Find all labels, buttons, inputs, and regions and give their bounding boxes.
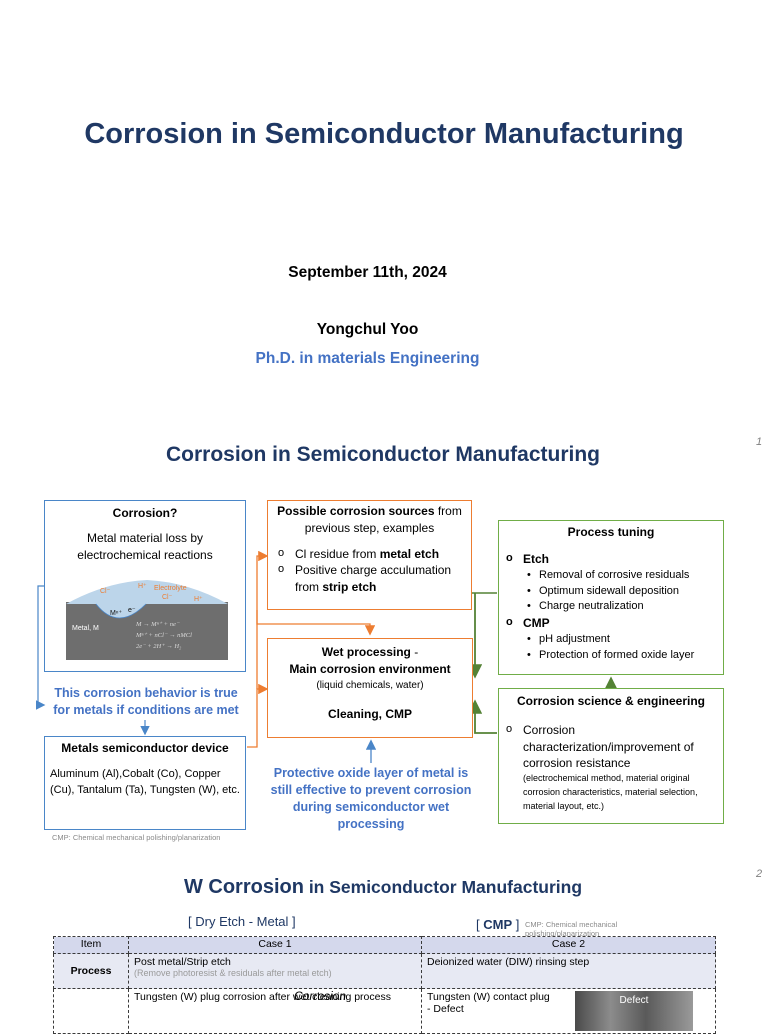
case2-defect: - Defect: [427, 1003, 464, 1015]
header-cmp: [ CMP ]: [476, 917, 520, 932]
science-item: Corrosion characterization/improvement o…: [501, 722, 721, 772]
tuning-heading: Process tuning: [567, 525, 655, 539]
table-header-row: Item Case 1 Case 2: [53, 936, 716, 954]
table-cell-case2: Deionized water (DIW) rinsing step: [421, 953, 716, 989]
etch-item: Optimum sidewall deposition: [501, 584, 721, 600]
table-cell-item: Process: [53, 953, 129, 989]
table-header: Item: [53, 936, 129, 954]
note-oxide-layer: Protective oxide layer of metal is still…: [270, 766, 472, 831]
source-item-cl: Cl residue from metal etch: [273, 546, 466, 563]
table-row: Tungsten (W) plug corrosion after wet cl…: [53, 988, 716, 1034]
cmp-items: pH adjustment Protection of formed oxide…: [501, 632, 721, 664]
slide2-title: Corrosion in Semiconductor Manufacturing: [165, 443, 601, 466]
slide3-title: W Corrosion in Semiconductor Manufacturi…: [183, 876, 583, 898]
page-number-1: 1: [756, 436, 763, 448]
fig-electron: e⁻: [128, 607, 136, 614]
wet-processing-box: Wet processing - Main corrosion environm…: [267, 638, 473, 738]
table-row: Process Post metal/Strip etch (Remove ph…: [53, 953, 716, 989]
arrow-corrosion-to-metals: [35, 585, 46, 710]
fig-eq1: M → Mⁿ⁺ + ne⁻: [135, 621, 180, 628]
wet-line2: Main corrosion environment: [289, 661, 451, 676]
cmp-footnote: CMP: Chemical mechanical polishing/plana…: [52, 833, 221, 842]
etch-item: Charge neutralization: [501, 599, 721, 615]
sources-heading: Possible corrosion sources from previous…: [277, 504, 462, 535]
fig-h1: H⁺: [138, 583, 147, 590]
slide1-affiliation: Ph.D. in materials Engineering: [255, 350, 480, 367]
w-corrosion-table: Item Case 1 Case 2 Process Post metal/St…: [53, 936, 716, 1034]
corrosion-text: Metal material loss by electrochemical r…: [77, 530, 213, 562]
defect-micrograph: Defect: [575, 991, 693, 1031]
arrow-science-to-wet: [467, 699, 497, 734]
electrochemical-figure: Electrolyte Cl⁻ H⁺ Cl⁻ H⁺ Mⁿ⁺ e⁻ Metal, …: [66, 580, 228, 660]
case1-description: Tungsten (W) plug corrosion after wet cl…: [134, 991, 391, 1003]
note-corrosion-true: This corrosion behavior is true for meta…: [53, 686, 239, 717]
etch-items: Removal of corrosive residuals Optimum s…: [501, 568, 721, 616]
fig-h2: H⁺: [194, 596, 203, 603]
source-item-charge: Positive charge acculumation from strip …: [273, 562, 466, 596]
corrosion-science-box: Corrosion science & engineering Corrosio…: [498, 688, 724, 824]
wet-line1: Wet processing -: [321, 645, 419, 659]
table-header: Case 2: [421, 936, 716, 954]
fig-electrolyte: Electrolyte: [154, 585, 187, 592]
science-detail: (electrochemical method, material origin…: [523, 773, 698, 812]
table-cell-case2: Tungsten (W) contact plug - Defect Defec…: [421, 988, 716, 1034]
metals-heading: Metals semiconductor device: [61, 741, 229, 755]
wet-line4: Cleaning, CMP: [327, 707, 412, 722]
fig-cl1: Cl⁻: [100, 588, 111, 595]
fig-eq3: 2e⁻ + 2H⁺ → H₂: [136, 643, 182, 650]
fig-eq2: Mⁿ⁺ + nCl⁻ → nMCl: [135, 632, 192, 639]
fig-cl2: Cl⁻: [162, 594, 173, 601]
case1-process-note: (Remove photoresist & residuals after me…: [134, 968, 332, 978]
case1-process: Post metal/Strip etch: [134, 956, 231, 968]
slide1-date: September 11th, 2024: [288, 264, 447, 281]
table-header: Case 1: [128, 936, 422, 954]
slide1-author: Yongchul Yoo: [316, 321, 419, 338]
cmp-item: Protection of formed oxide layer: [501, 648, 721, 664]
table-cell-case1: Tungsten (W) plug corrosion after wet cl…: [128, 988, 422, 1034]
corrosion-heading: Corrosion?: [112, 506, 178, 520]
fig-ion: Mⁿ⁺: [110, 610, 122, 617]
metals-text: Aluminum (Al),Cobalt (Co), Copper (Cu), …: [50, 767, 240, 796]
cmp-footnote-2: CMP: Chemical mechanical polishing/plana…: [525, 920, 618, 938]
cmp-item: pH adjustment: [501, 632, 721, 648]
fig-metal: Metal, M: [72, 625, 99, 632]
arrow-sources-to-wet: [256, 610, 376, 636]
arrow-metals-to-wet: [247, 683, 269, 748]
header-dry-etch: [ Dry Etch - Metal ]: [188, 914, 296, 929]
tuning-etch: Etch: [501, 551, 721, 568]
page-number-2: 2: [756, 868, 763, 880]
slide1-title: Corrosion in Semiconductor Manufacturing: [84, 118, 684, 150]
case1-corrosion-label: Corrosion: [294, 989, 347, 1003]
arrow-metals-to-sources: [256, 550, 269, 689]
etch-item: Removal of corrosive residuals: [501, 568, 721, 584]
tuning-cmp: CMP: [501, 615, 721, 632]
metals-box: Metals semiconductor device Aluminum (Al…: [44, 736, 246, 830]
science-heading: Corrosion science & engineering: [516, 694, 706, 708]
case2-description: Tungsten (W) contact plug: [427, 991, 550, 1003]
wet-line3: (liquid chemicals, water): [316, 679, 424, 691]
table-cell-item: [53, 988, 129, 1034]
table-cell-case1: Post metal/Strip etch (Remove photoresis…: [128, 953, 422, 989]
process-tuning-box: Process tuning Etch Removal of corrosive…: [498, 520, 724, 675]
sources-box: Possible corrosion sources from previous…: [267, 500, 472, 610]
